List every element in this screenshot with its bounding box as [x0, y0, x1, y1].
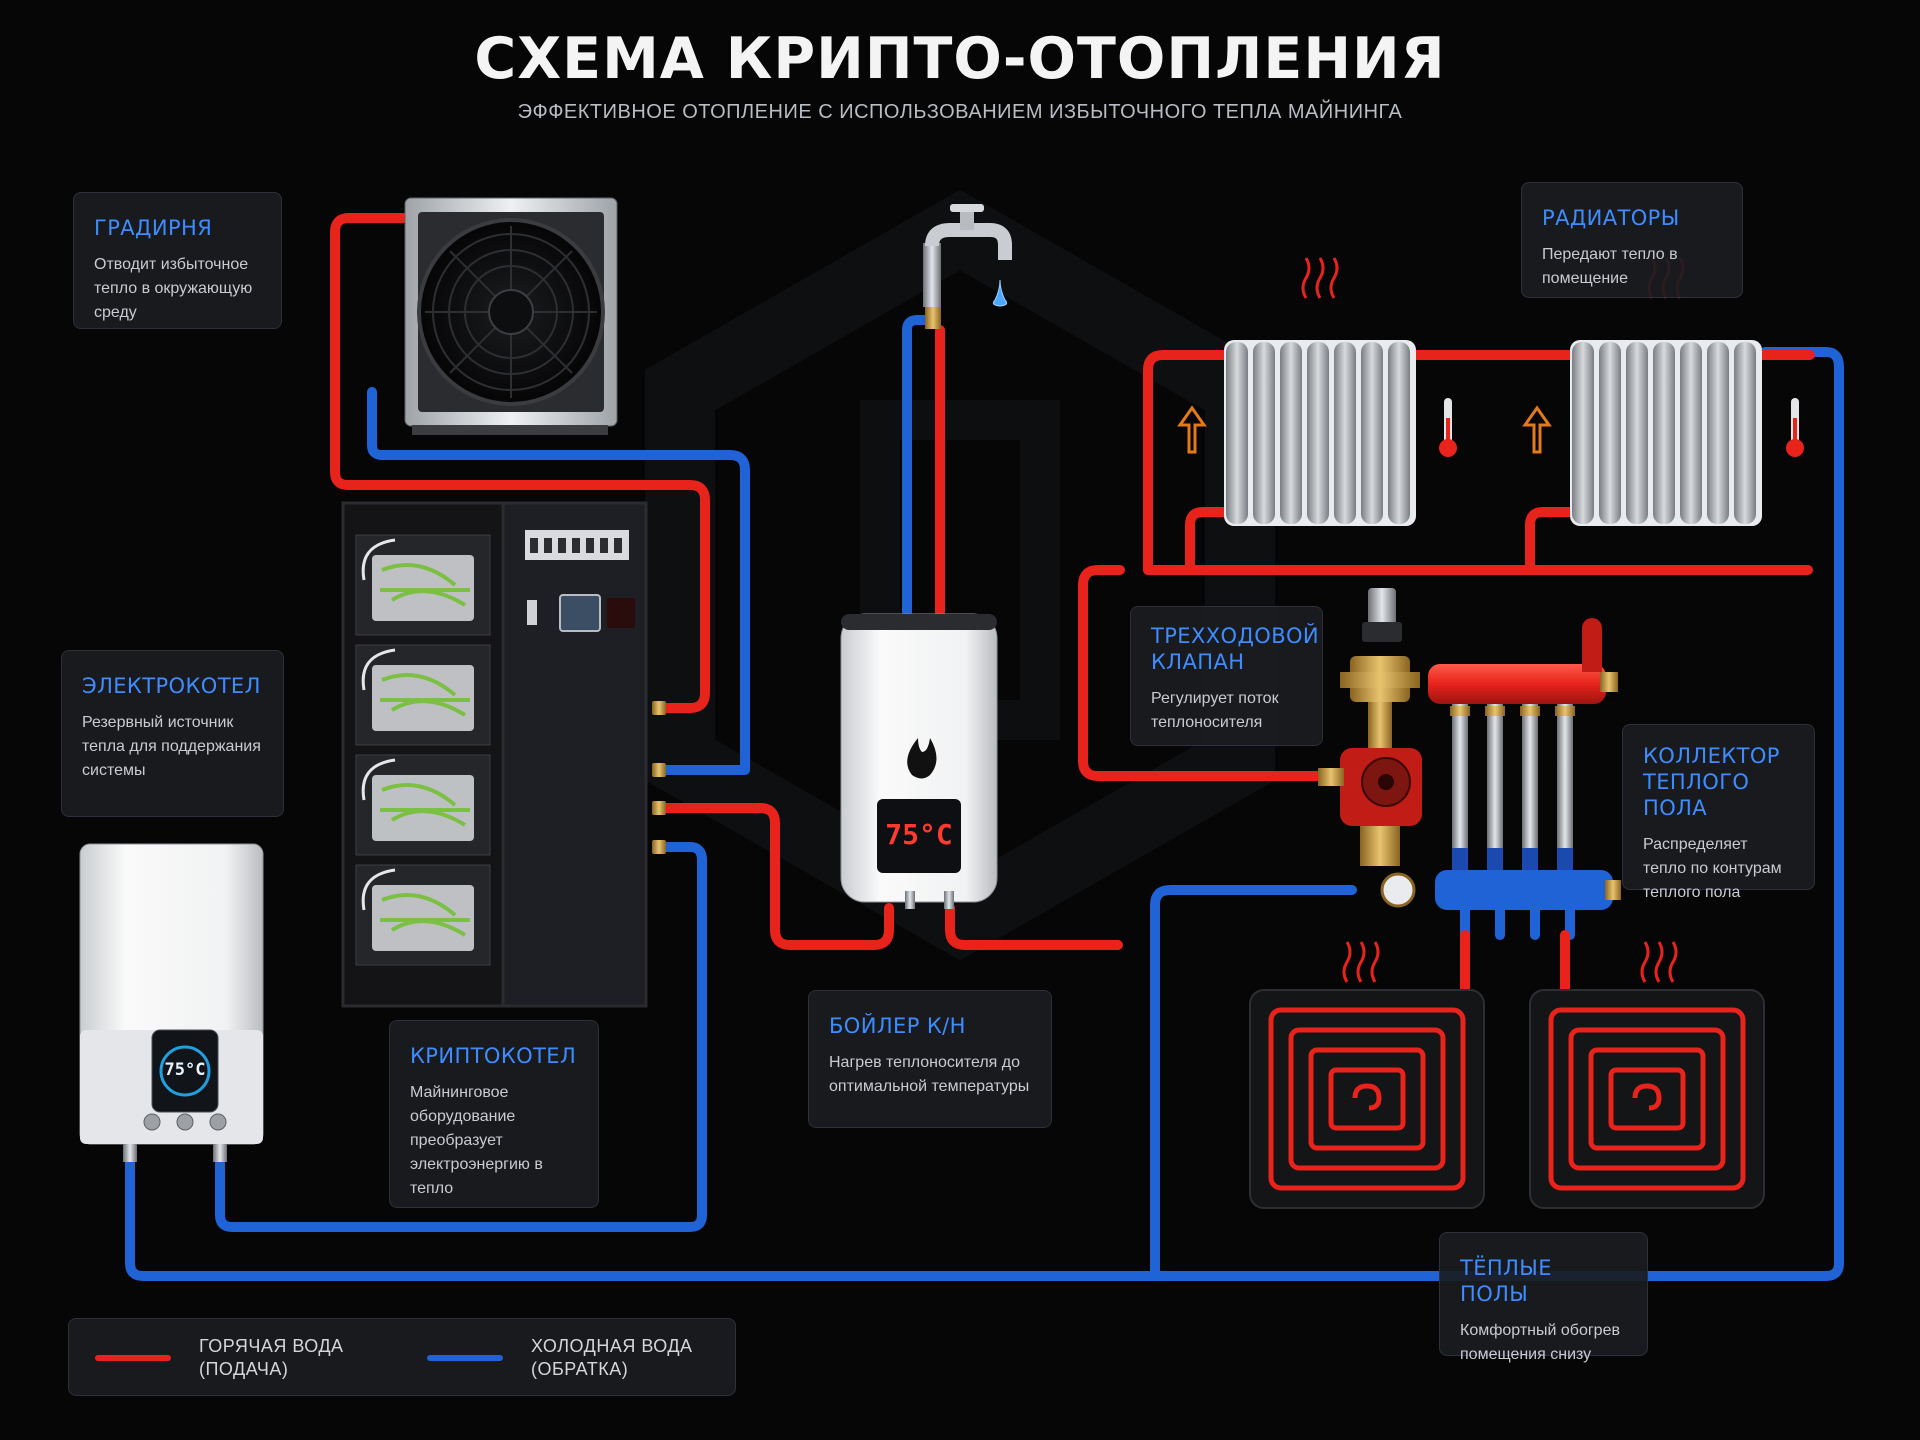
thermometer-icons — [1439, 398, 1804, 457]
page-title: СХЕМА КРИПТО-ОТОПЛЕНИЯ — [474, 26, 1446, 92]
card-description: Майнинговое оборудование преобразует эле… — [410, 1084, 543, 1197]
card-description: Регулирует поток теплоносителя — [1151, 690, 1279, 731]
cold-water-legend-swatch — [427, 1355, 503, 1361]
hot-water-legend-swatch — [95, 1355, 171, 1361]
card-description: Комфортный обогрев помещения снизу — [1460, 1322, 1620, 1363]
card-description: Нагрев теплоносителя до оптимальной темп… — [829, 1054, 1030, 1095]
page-subtitle: ЭФФЕКТИВНОЕ ОТОПЛЕНИЕ С ИСПОЛЬЗОВАНИЕМ И… — [517, 101, 1403, 123]
hot-supply-pipes — [330, 213, 1815, 995]
floor-heating-pad-right — [1529, 989, 1765, 1209]
hot-water-legend-label: ГОРЯЧАЯ ВОДА (ПОДАЧА) — [199, 1336, 344, 1379]
card-warm-floors: ТЁПЛЫЕ ПОЛЫ Комфортный обогрев помещения… — [1439, 1232, 1648, 1363]
electric-boiler-temperature-display: 75°C — [164, 1060, 206, 1080]
card-crypto-boiler: КРИПТОКОТЕЛ Майнинговое оборудование пре… — [389, 1020, 599, 1208]
card-radiators: РАДИАТОРЫ Передают тепло в помещение — [1521, 182, 1743, 298]
water-tap — [923, 204, 1012, 329]
card-title: КРИПТОКОТЕЛ — [410, 1044, 577, 1068]
cooling-tower-unit — [404, 197, 618, 435]
card-description: Отводит избыточное тепло в окружающую ср… — [94, 256, 253, 321]
pipe-legend: ГОРЯЧАЯ ВОДА (ПОДАЧА) ХОЛОДНАЯ ВОДА (ОБР… — [68, 1318, 736, 1396]
mining-rig-shelves — [355, 534, 491, 966]
card-description: Резервный источник тепла для поддержания… — [82, 714, 261, 779]
card-description: Распределяет тепло по контурам теплого п… — [1643, 836, 1782, 901]
card-electric-boiler: ЭЛЕКТРОКОТЕЛ Резервный источник тепла дл… — [61, 650, 284, 817]
indirect-boiler-tank — [840, 613, 998, 909]
card-description: Передают тепло в помещение — [1542, 246, 1678, 287]
card-title: ТЁПЛЫЕ ПОЛЫ — [1460, 1256, 1552, 1306]
radiator-left — [1224, 340, 1416, 526]
electric-boiler-unit — [79, 843, 264, 1162]
card-title: БОЙЛЕР К/Н — [829, 1014, 966, 1038]
floor-heating-manifold — [1428, 618, 1621, 910]
cold-water-legend-label: ХОЛОДНАЯ ВОДА (ОБРАТКА) — [531, 1336, 693, 1379]
radiator-right — [1570, 340, 1762, 526]
card-three-way-valve: ТРЕХХОДОВОЙ КЛАПАН Регулирует поток тепл… — [1130, 606, 1323, 746]
up-arrow-icons — [1177, 405, 1552, 454]
card-title: КОЛЛЕКТОР ТЕПЛОГО ПОЛА — [1643, 744, 1780, 820]
card-title: ТРЕХХОДОВОЙ КЛАПАН — [1151, 624, 1320, 674]
floor-heating-pad-left — [1249, 989, 1485, 1209]
card-title: ЭЛЕКТРОКОТЕЛ — [82, 674, 261, 698]
cold-return-pipes — [125, 315, 1844, 1281]
card-title: ГРАДИРНЯ — [94, 216, 213, 240]
card-title: РАДИАТОРЫ — [1542, 206, 1680, 230]
boiler-temperature-display: 75°C — [885, 818, 953, 851]
card-indirect-boiler: БОЙЛЕР К/Н Нагрев теплоносителя до оптим… — [808, 990, 1052, 1128]
card-cooling-tower: ГРАДИРНЯ Отводит избыточное тепло в окру… — [73, 192, 282, 329]
card-floor-manifold: КОЛЛЕКТОР ТЕПЛОГО ПОЛА Распределяет тепл… — [1622, 724, 1815, 901]
three-way-valve-assembly — [1318, 588, 1422, 908]
crypto-boiler-rack — [341, 501, 666, 1008]
